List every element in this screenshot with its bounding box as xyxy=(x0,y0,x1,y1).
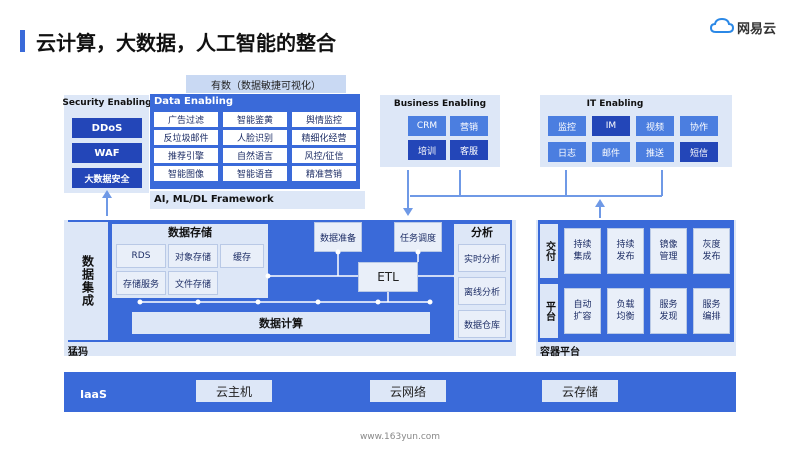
container-item: 持续发布 xyxy=(607,228,644,274)
data-integration-box: 数据集成 xyxy=(68,222,108,340)
data-enabling-item: 智能语音 xyxy=(223,166,287,181)
title-accent-bar xyxy=(20,30,25,52)
data-integration-label: 数据集成 xyxy=(80,255,95,307)
storage-item-cache: 缓存 xyxy=(220,244,264,268)
brand-name: 网易云 xyxy=(737,22,777,37)
business-item-crm: CRM xyxy=(408,116,446,136)
container-item: 服务发现 xyxy=(650,288,687,334)
data-enabling-item: 人脸识别 xyxy=(223,130,287,145)
iaas-item-network: 云网络 xyxy=(370,380,446,402)
page-title: 云计算，大数据，人工智能的整合 xyxy=(36,31,336,55)
security-title: Security Enabling xyxy=(62,98,152,108)
security-item-ddos: DDoS xyxy=(72,118,142,138)
container-item: 持续集成 xyxy=(564,228,601,274)
etl-box: ETL xyxy=(358,262,418,292)
container-item: 负载均衡 xyxy=(607,288,644,334)
business-item-marketing: 营销 xyxy=(450,116,488,136)
business-title: Business Enabling xyxy=(393,99,487,109)
iaas-label: IaaS xyxy=(80,388,107,401)
analysis-item-offline: 离线分析 xyxy=(458,277,506,305)
framework-label: AI, ML/DL Framework xyxy=(154,194,274,205)
analysis-item-realtime: 实时分析 xyxy=(458,244,506,272)
data-enabling-item: 自然语言 xyxy=(223,148,287,163)
security-item-bigdata: 大数据安全 xyxy=(72,168,142,188)
deliver-label: 交付 xyxy=(543,241,555,261)
storage-item-object: 对象存储 xyxy=(168,244,218,268)
it-grid: 监控 IM 视频协作日志邮件推送短信 xyxy=(548,116,728,162)
platform-box: 平台 xyxy=(540,284,558,338)
data-enabling-item: 推荐引擎 xyxy=(154,148,218,163)
data-prep-box: 数据准备 xyxy=(314,222,362,252)
iaas-item-storage: 云存储 xyxy=(542,380,618,402)
container-item: 自动扩容 xyxy=(564,288,601,334)
data-enabling-item: 智能图像 xyxy=(154,166,218,181)
business-item-service: 客服 xyxy=(450,140,488,160)
task-schedule-box: 任务调度 xyxy=(394,222,442,252)
iaas-item-host: 云主机 xyxy=(196,380,272,402)
security-item-waf: WAF xyxy=(72,143,142,163)
it-item: 邮件 xyxy=(592,142,630,162)
it-item: 短信 xyxy=(680,142,718,162)
cloud-logo-icon xyxy=(709,17,735,34)
storage-item-rds: RDS xyxy=(116,244,166,268)
it-item: 视频 xyxy=(636,116,674,136)
analysis-title: 分析 xyxy=(471,226,493,239)
container-item: 服务编排 xyxy=(693,288,730,334)
storage-item-service: 存储服务 xyxy=(116,271,166,295)
it-item: 日志 xyxy=(548,142,586,162)
platform-items: 自动扩容负载均衡服务发现服务编排 xyxy=(564,288,730,336)
storage-title: 数据存储 xyxy=(168,226,212,239)
compute-bar: 数据计算 xyxy=(132,312,430,334)
data-enabling-item: 风控/征信 xyxy=(292,148,356,163)
data-enabling-item: 广告过滤 xyxy=(154,112,218,127)
container-item: 镜像管理 xyxy=(650,228,687,274)
footer-url: www.163yun.com xyxy=(359,432,441,442)
platform-label: 平台 xyxy=(543,301,555,321)
container-item: 灰度发布 xyxy=(693,228,730,274)
data-enabling-grid: 广告过滤智能鉴黄舆情监控反垃圾邮件人脸识别精细化经营推荐引擎自然语言风控/征信智… xyxy=(154,112,356,184)
analysis-item-warehouse: 数据仓库 xyxy=(458,310,506,338)
it-item: 监控 xyxy=(548,116,586,136)
data-enabling-title: Data Enabling xyxy=(154,96,234,107)
mammoth-footer-label: 猛犸 xyxy=(68,347,88,358)
data-enabling-item: 舆情监控 xyxy=(292,112,356,127)
deliver-items: 持续集成持续发布镜像管理灰度发布 xyxy=(564,228,730,276)
it-item: IM xyxy=(592,116,630,136)
it-item: 协作 xyxy=(680,116,718,136)
youshu-label: 有数（数据敏捷可视化） xyxy=(186,75,346,93)
it-title: IT Enabling xyxy=(586,99,644,109)
container-footer-label: 容器平台 xyxy=(540,347,580,358)
deliver-box: 交付 xyxy=(540,224,558,278)
business-item-training: 培训 xyxy=(408,140,446,160)
it-item: 推送 xyxy=(636,142,674,162)
data-enabling-item: 精准营销 xyxy=(292,166,356,181)
data-enabling-item: 精细化经营 xyxy=(292,130,356,145)
data-enabling-item: 智能鉴黄 xyxy=(223,112,287,127)
framework-bar xyxy=(150,191,365,209)
data-enabling-item: 反垃圾邮件 xyxy=(154,130,218,145)
storage-item-file: 文件存储 xyxy=(168,271,218,295)
